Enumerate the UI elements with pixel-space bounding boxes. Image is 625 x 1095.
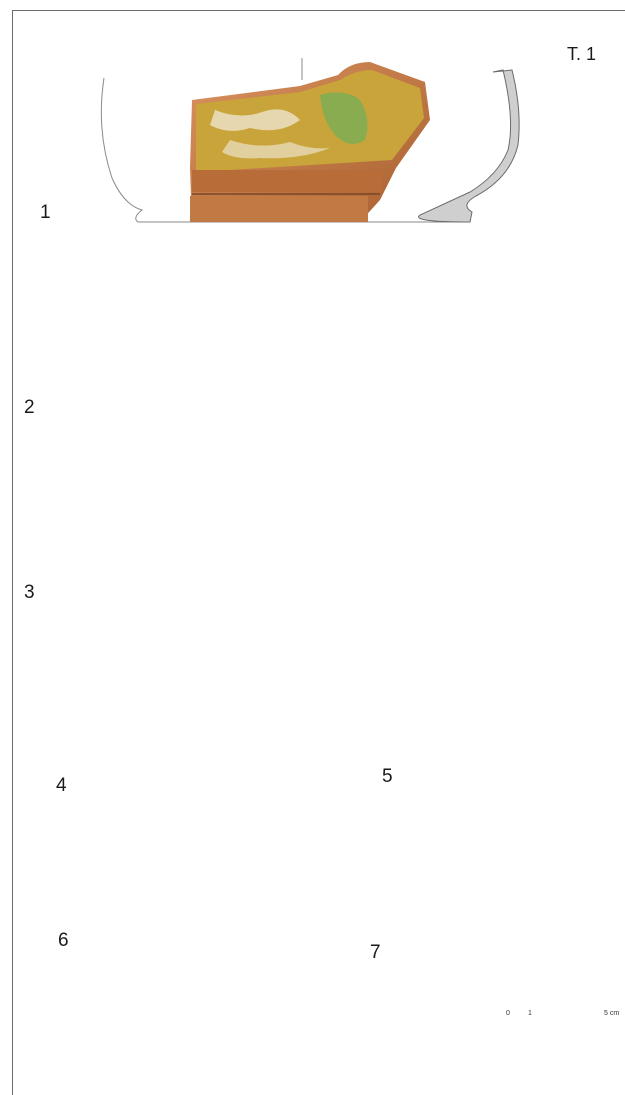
plate-frame <box>12 10 625 1095</box>
scale-bar-right-label: 5 cm <box>604 1010 620 1017</box>
artifact-5-number: 5 <box>382 766 393 787</box>
artifact-1-profile-left <box>100 77 190 223</box>
artifact-1 <box>100 58 520 223</box>
plate-title: T. 1 <box>567 44 597 64</box>
scale-bar-left-label: 0 <box>506 1010 510 1017</box>
scale-bar-mid-label: 1 <box>528 1010 532 1017</box>
artifact-6-number: 6 <box>58 930 69 951</box>
artifact-7-number: 7 <box>370 942 381 963</box>
artifact-1-photo <box>190 62 430 222</box>
artifact-2-number: 2 <box>24 397 35 418</box>
artifact-3-number: 3 <box>24 582 35 603</box>
artifact-4-number: 4 <box>56 775 67 796</box>
artifact-1-number: 1 <box>40 202 51 223</box>
artifact-1-section <box>418 69 520 223</box>
